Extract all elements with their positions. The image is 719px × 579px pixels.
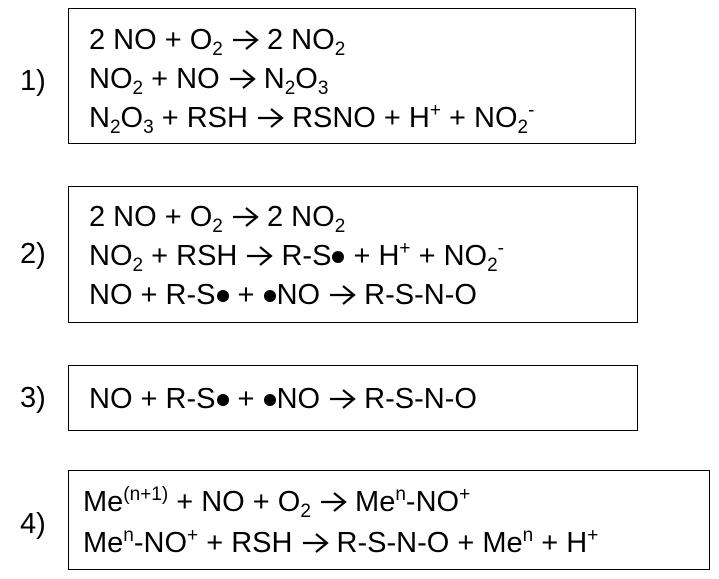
formula-text: + (229, 279, 263, 311)
formula-text: NO (276, 279, 329, 311)
subscript: 3 (317, 78, 329, 99)
subscript: 2 (487, 255, 498, 276)
formula-text: O (120, 102, 144, 134)
formula-text: + RSH (143, 240, 246, 272)
formula-text: Me (83, 527, 124, 559)
reaction-arrow-icon (328, 284, 356, 306)
reaction-box-3: NO + R-S + NO R-S-N-O (68, 365, 638, 431)
formula-text: O (295, 63, 318, 95)
formula-text: + (229, 383, 263, 415)
reaction-arrow-icon (231, 206, 259, 228)
reaction-arrow-icon (328, 388, 356, 410)
formula-text: NO (276, 383, 329, 415)
superscript: + (429, 100, 441, 121)
formula-text: 2 NO (258, 24, 335, 56)
formula-text: R-S (273, 240, 332, 272)
formula-text: + H (533, 527, 588, 559)
formula-text: + NO (143, 63, 228, 95)
reaction-arrow-icon (231, 29, 259, 51)
group-number-3: 3) (20, 382, 46, 414)
formula-text: + H (345, 240, 400, 272)
superscript: + (459, 484, 471, 505)
formula-text: + NO (410, 240, 488, 272)
superscript: (n+1) (123, 484, 169, 505)
group-number-2: 2) (20, 238, 46, 270)
superscript: n (123, 525, 134, 546)
superscript: - (497, 238, 504, 259)
reaction-arrow-icon (228, 68, 256, 90)
subscript: 2 (109, 117, 121, 138)
formula-text (223, 201, 231, 233)
group-number-1: 1) (20, 65, 46, 97)
equation: Men-NO+ + RSH R-S-N-O + Men + H+ (83, 526, 598, 560)
group-number-4: 4) (20, 508, 46, 540)
formula-text: 2 NO + O (89, 24, 213, 56)
formula-text: N (255, 63, 285, 95)
superscript: + (587, 525, 599, 546)
reaction-arrow-icon (256, 107, 284, 129)
radical-dot-icon (216, 394, 229, 406)
equation: N2O3 + RSH RSNO + H+ + NO2- (89, 100, 535, 138)
subscript: 2 (334, 216, 346, 237)
subscript: 3 (143, 117, 154, 138)
reaction-box-4: Me(n+1) + NO + O2 Men-NO+ Men-NO+ + RSH … (68, 470, 710, 570)
formula-text: -NO (405, 486, 460, 518)
formula-text: -NO (133, 527, 188, 559)
reaction-box-2: 2 NO + O2 2 NO2 NO2 + RSH R-S + H+ + NO2… (68, 186, 638, 323)
radical-dot-icon (263, 394, 276, 406)
formula-text: Me (347, 486, 396, 518)
radical-dot-icon (332, 251, 345, 263)
equation: NO + R-S + NO R-S-N-O (89, 382, 477, 416)
subscript: 2 (212, 216, 223, 237)
radical-dot-icon (263, 290, 276, 302)
superscript: - (528, 100, 535, 121)
superscript: n (522, 525, 534, 546)
radical-dot-icon (216, 290, 229, 302)
formula-text: + NO (440, 102, 518, 134)
subscript: 2 (334, 39, 346, 60)
reaction-box-1: 2 NO + O2 2 NO2 NO2 + NO N2O3 N2O3 + RSH… (68, 8, 636, 144)
subscript: 2 (132, 78, 144, 99)
formula-text: + RSH (153, 102, 257, 134)
equation: 2 NO + O2 2 NO2 (89, 23, 346, 60)
equation: NO2 + NO N2O3 (89, 62, 329, 99)
formula-text: Me (83, 486, 124, 518)
equation: Me(n+1) + NO + O2 Men-NO+ (83, 484, 471, 522)
superscript: + (399, 238, 411, 259)
formula-text: R-S-N-O (356, 383, 477, 415)
formula-text: + NO + O (168, 486, 301, 518)
formula-text (311, 486, 319, 518)
subscript: 2 (132, 255, 144, 276)
reaction-arrow-icon (245, 245, 274, 267)
subscript: 2 (517, 117, 529, 138)
formula-text (223, 24, 231, 56)
formula-text: 2 NO + O (89, 201, 213, 233)
reaction-arrow-icon (301, 532, 329, 554)
equation: 2 NO + O2 2 NO2 (89, 200, 346, 237)
subscript: 2 (284, 78, 296, 99)
formula-text: N (89, 102, 110, 134)
formula-text: RSNO + H (284, 102, 430, 134)
formula-text: + RSH (198, 527, 301, 559)
formula-text: R-S-N-O + Me (328, 527, 523, 559)
formula-text: NO (89, 240, 133, 272)
subscript: 2 (212, 39, 223, 60)
formula-text: NO + R-S (89, 383, 216, 415)
subscript: 2 (300, 501, 311, 522)
formula-text: R-S-N-O (356, 279, 477, 311)
formula-text: NO + R-S (89, 279, 216, 311)
reaction-arrow-icon (319, 491, 347, 513)
formula-text: NO (89, 63, 133, 95)
superscript: n (395, 484, 406, 505)
equation: NO + R-S + NO R-S-N-O (89, 278, 477, 312)
superscript: + (187, 525, 199, 546)
equation: NO2 + RSH R-S + H+ + NO2- (89, 238, 504, 276)
formula-text: 2 NO (258, 201, 335, 233)
